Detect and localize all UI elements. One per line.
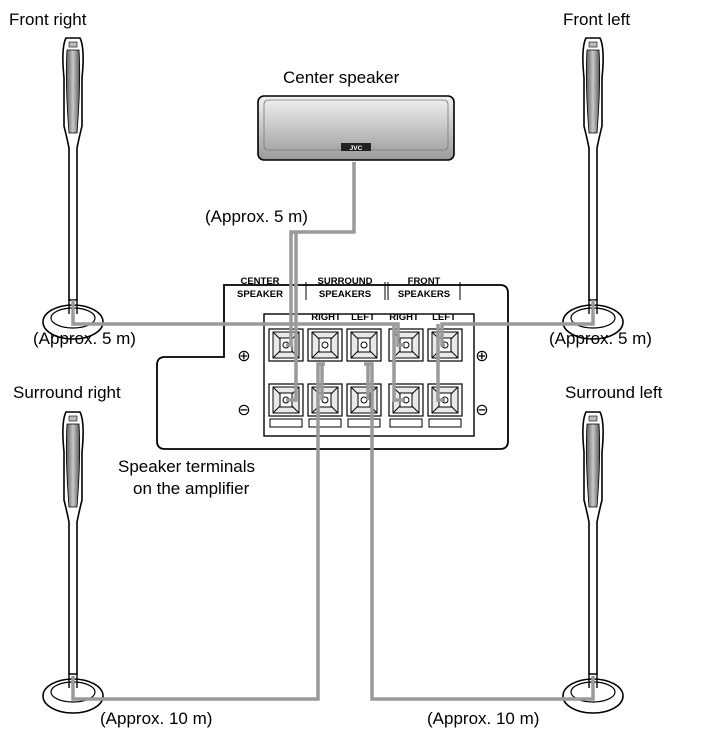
front-right-label: Front right	[9, 10, 87, 29]
terminals-caption-line1: Speaker terminals	[118, 457, 255, 476]
front-right-speaker	[42, 37, 104, 340]
plus-icon: ⊕	[475, 346, 488, 365]
front-speakers-header-line1: FRONT	[408, 276, 441, 287]
front-left-label: Front left	[563, 10, 630, 29]
front-left-speaker	[562, 37, 624, 340]
surround-left-terminal-label: LEFT	[351, 312, 375, 323]
front-left-terminal-label: LEFT	[432, 312, 456, 323]
center-speaker-label: Center speaker	[283, 68, 400, 87]
surround-speakers-header-line2: SPEAKERS	[319, 289, 371, 300]
front-right-wire-minus	[392, 324, 405, 402]
front-speakers-header-line2: SPEAKERS	[398, 289, 450, 300]
terminal	[307, 328, 343, 362]
minus-icon: ⊖	[237, 400, 250, 419]
front-right-wire	[71, 300, 405, 347]
surround-right-terminal-label: RIGHT	[311, 312, 341, 323]
surround-left-label: Surround left	[565, 383, 663, 402]
front-left-distance-label: (Approx. 5 m)	[549, 329, 652, 348]
center-distance-label: (Approx. 5 m)	[205, 207, 308, 226]
terminal	[307, 383, 343, 417]
front-right-distance-label: (Approx. 5 m)	[33, 329, 136, 348]
terminal	[346, 328, 382, 362]
terminal	[346, 383, 382, 417]
speaker-wires	[71, 162, 595, 701]
jvc-logo: JVC	[350, 145, 363, 152]
front-right-terminal-label: RIGHT	[389, 312, 419, 323]
front-left-wire-minus	[436, 324, 445, 402]
terminals-caption-line2: on the amplifier	[133, 479, 250, 498]
surround-right-distance-label: (Approx. 10 m)	[100, 709, 212, 728]
surround-right-label: Surround right	[13, 383, 121, 402]
center-wire-minus	[286, 232, 298, 402]
center-speaker-header-line2: SPEAKER	[237, 289, 283, 300]
plus-icon: ⊕	[237, 346, 250, 365]
surround-right-speaker	[42, 411, 104, 714]
surround-left-speaker	[562, 411, 624, 714]
minus-icon: ⊖	[475, 400, 488, 419]
center-speaker-header-line1: CENTER	[240, 276, 279, 287]
speaker-terminals	[268, 328, 463, 428]
surround-left-distance-label: (Approx. 10 m)	[427, 709, 539, 728]
front-left-wire	[440, 300, 595, 347]
surround-speakers-header-line1: SURROUND	[318, 276, 373, 287]
center-speaker: JVC	[257, 95, 455, 161]
center-wire	[286, 162, 356, 347]
